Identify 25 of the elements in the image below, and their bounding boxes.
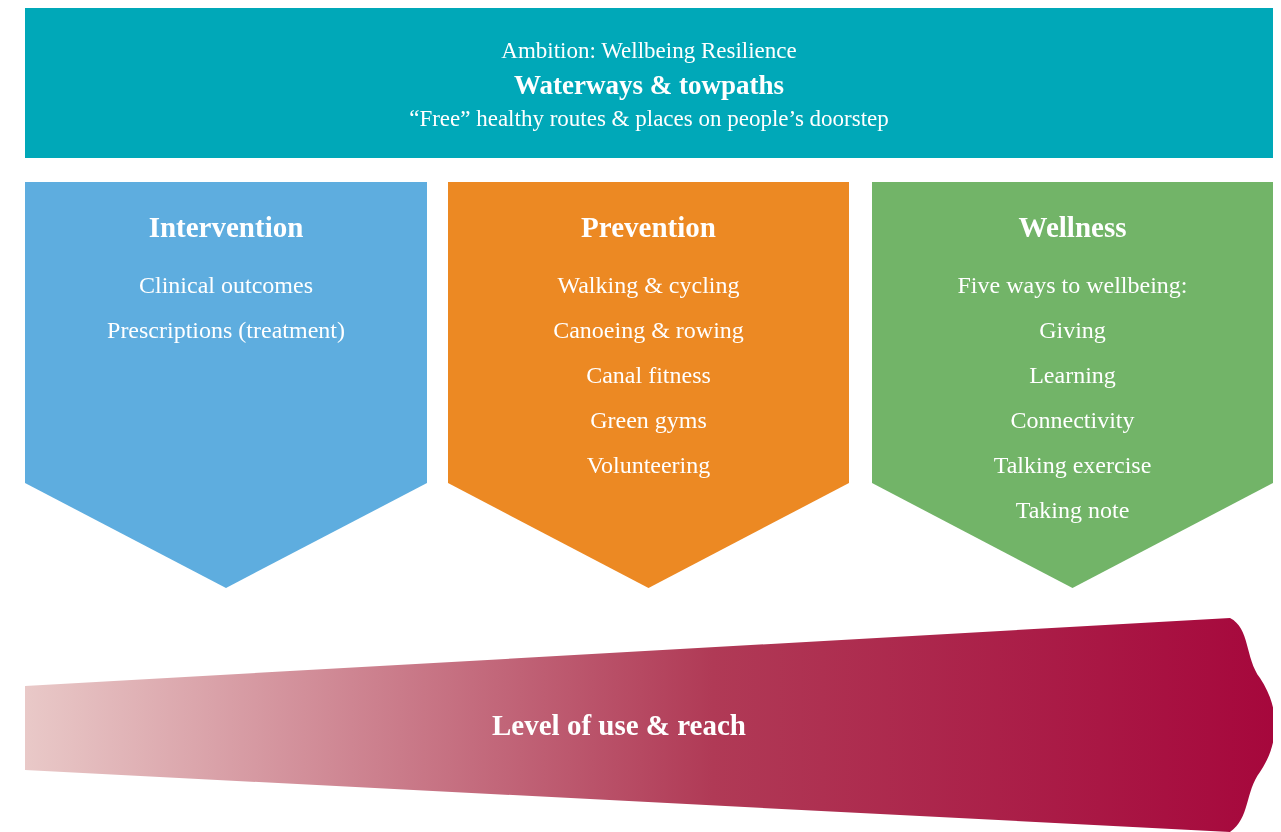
panel-heading: Intervention — [147, 210, 305, 245]
chevron-panel — [448, 182, 849, 588]
panel-heading: Wellness — [1017, 210, 1128, 245]
list-item: Volunteering — [585, 451, 712, 480]
banner — [25, 8, 1273, 158]
list-item: Prescriptions (treatment) — [106, 316, 346, 345]
list-item: Green gyms — [589, 406, 708, 435]
list-item: Canoeing & rowing — [552, 316, 745, 345]
tagline-text: “Free” healthy routes & places on people’s doorstep — [408, 105, 890, 133]
ambition-text: Ambition: Wellbeing Resilience — [500, 37, 798, 65]
gradient-wedge — [25, 618, 1273, 832]
list-item: Giving — [1038, 316, 1107, 345]
chevron-panel — [25, 182, 427, 588]
list-item: Five ways to wellbeing: — [956, 271, 1189, 300]
list-item: Connectivity — [1009, 406, 1136, 435]
list-item: Walking & cycling — [556, 271, 741, 300]
banner-heading: Waterways & towpaths — [513, 69, 785, 102]
chevron-panel — [872, 182, 1273, 588]
list-item: Canal fitness — [585, 361, 712, 390]
list-item: Learning — [1028, 361, 1117, 390]
wedge-label: Level of use & reach — [492, 708, 746, 742]
panel-heading: Prevention — [580, 210, 717, 245]
list-item: Taking note — [1014, 496, 1131, 525]
list-item: Clinical outcomes — [138, 271, 314, 300]
list-item: Talking exercise — [992, 451, 1153, 480]
